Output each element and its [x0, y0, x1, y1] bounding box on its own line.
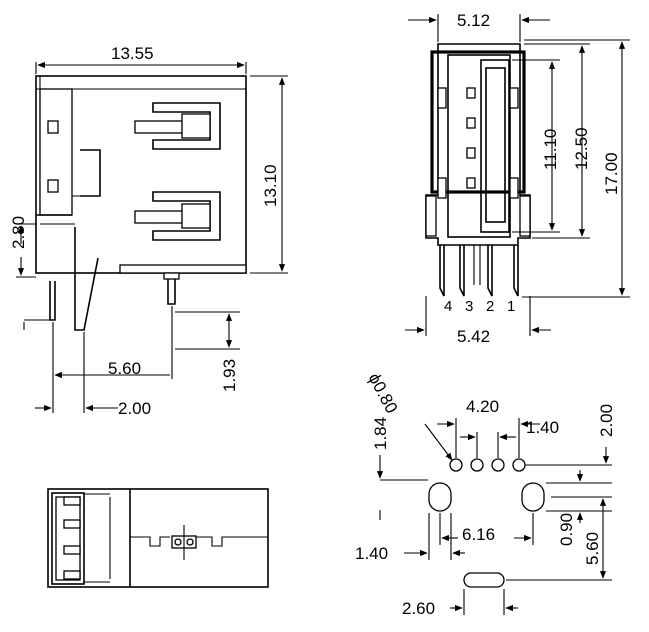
front-total-height-label: 17.00 — [602, 152, 621, 195]
mount-spacing-label: 6.16 — [462, 525, 495, 544]
row-offset-label: 2.00 — [597, 404, 616, 437]
pcb-footprint: ϕ0.80 4.20 1.40 2.00 1.84 6.16 1.40 — [355, 370, 616, 618]
hole-diameter-label: ϕ0.80 — [364, 370, 401, 417]
side-pin-spacing-label: 5.60 — [108, 359, 141, 378]
side-width-label: 13.55 — [111, 44, 154, 63]
front-view: 4 3 2 1 5.12 5.42 11.10 12.50 17.00 — [405, 11, 630, 346]
side-pin-length-label: 1.93 — [220, 359, 239, 392]
pin-number-1: 1 — [507, 298, 515, 315]
front-bottom-width-label: 5.42 — [457, 327, 490, 346]
slot-width-label: 1.40 — [355, 544, 388, 563]
side-view: 13.55 13.10 2.80 1.93 5.60 2.00 — [9, 44, 288, 418]
bottom-view — [47, 488, 269, 588]
mount-offset-x-label: 5.60 — [583, 532, 602, 565]
front-top-width-label: 5.12 — [457, 11, 490, 30]
pin-number-4: 4 — [444, 298, 452, 315]
pin-number-3: 3 — [465, 298, 473, 315]
side-height-label: 13.10 — [261, 164, 280, 207]
front-mid-height-label: 12.50 — [572, 127, 591, 170]
side-pin-offset-label: 2.00 — [118, 399, 151, 418]
pin-number-2: 2 — [486, 298, 494, 315]
signal-span-label: 4.20 — [466, 397, 499, 416]
side-offset-label: 2.80 — [9, 216, 28, 249]
slot-total-label: 2.60 — [402, 599, 435, 618]
slot-length-label: 0.90 — [557, 513, 576, 546]
front-inner-height-label: 11.10 — [541, 129, 560, 170]
mount-offset-y-label: 1.84 — [371, 417, 390, 450]
signal-pitch-label: 1.40 — [526, 418, 559, 437]
